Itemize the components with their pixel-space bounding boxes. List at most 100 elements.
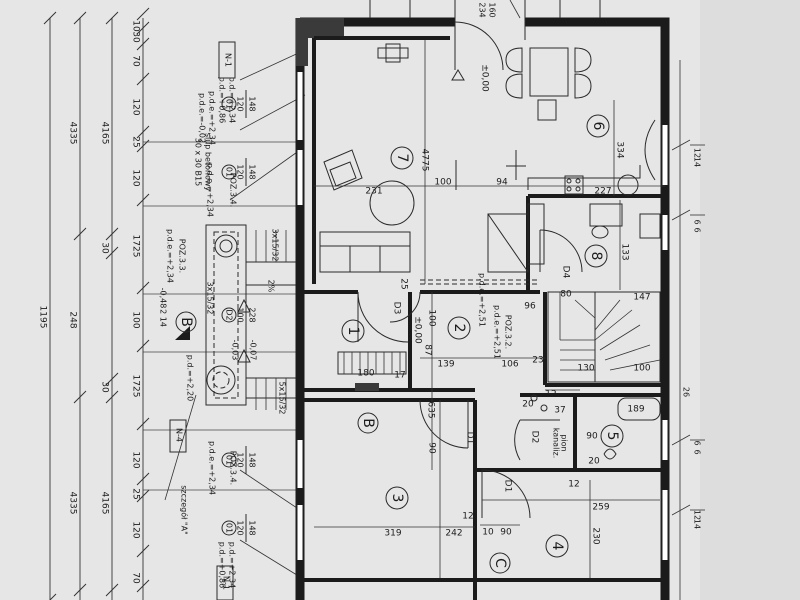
inner-dimension-text: 147 <box>633 293 650 303</box>
inner-dimension-text: 130 <box>577 364 594 374</box>
dimension-text: 4165 <box>100 492 110 515</box>
dimension-text: 25 <box>131 136 141 147</box>
lintel-width: 120 <box>236 452 245 467</box>
lintel-height: 148 <box>248 96 257 111</box>
beam-labels: POZ.3.2.p.d.e.=+2,51p.d.e.=+2,51 <box>478 273 513 359</box>
room-circle <box>385 486 409 510</box>
right-dimension-text: 14 <box>693 519 702 529</box>
room-number: 3 <box>389 494 405 503</box>
dimension-column-1: 1195 <box>38 306 48 329</box>
entrance-porch <box>175 224 300 410</box>
lintel-width: 120 <box>236 96 245 111</box>
misc-label: 2% <box>267 280 276 293</box>
annotation-text: POZ.3.3. <box>178 239 187 273</box>
inner-dimension-text: 12 <box>462 512 473 522</box>
inner-dimension-text: 87 <box>423 344 433 355</box>
room-number: 4 <box>549 542 565 551</box>
right-dimension-text: 6 <box>693 219 702 224</box>
dimension-text: 100 <box>131 311 141 328</box>
inner-dimension-text: 12 <box>568 480 579 490</box>
furniture <box>319 43 661 460</box>
misc-label: 160 <box>488 2 497 17</box>
lintel-circle <box>221 96 237 112</box>
annotation-text: 2 14 <box>159 309 168 327</box>
beam-label: POZ.3.2. <box>504 315 513 349</box>
inner-dimension-text: 227 <box>594 187 611 197</box>
inner-dimension-text: 106 <box>501 360 518 370</box>
grid-markers: BCB <box>175 311 511 574</box>
misc-label: 234 <box>478 2 487 17</box>
grid-letter: C <box>492 558 508 568</box>
inner-dimension-text: 139 <box>437 360 454 370</box>
inner-dimension-text: 94 <box>496 178 508 188</box>
room-number: 7 <box>394 154 410 163</box>
left-dimension-lines <box>43 7 300 600</box>
room-number: 5 <box>604 432 620 441</box>
dimension-text: 4335 <box>68 122 78 145</box>
grid-circle <box>357 412 379 434</box>
windows-left-frames <box>296 72 304 560</box>
toilet-icon <box>639 213 661 239</box>
annotation-text: N-1 <box>222 576 231 590</box>
lintel-code: 01 <box>225 455 234 465</box>
annotation-text: szczegół "A" <box>180 485 190 535</box>
lintel-width: 120 <box>236 520 245 535</box>
misc-label: 3x15/32 <box>206 282 215 315</box>
misc-label: kanaliz. <box>552 428 561 459</box>
level-marks: ±0,00±0,00 <box>413 64 490 344</box>
inner-dimension-text: 90 <box>586 432 598 442</box>
lintel-width: 120 <box>236 164 245 179</box>
inner-dimension-text: 100 <box>434 178 451 188</box>
level-triangle-icon <box>451 69 465 81</box>
inner-dimension-text: 37 <box>554 406 565 416</box>
misc-label: 3x15/32 <box>271 229 280 262</box>
inner-dimension-text: 334 <box>615 141 625 158</box>
annotation-text: -0,03 <box>231 340 240 361</box>
inner-dimension-text: 133 <box>620 243 630 260</box>
dimension-text: 4335 <box>68 492 78 515</box>
inner-dimension-text: 96 <box>524 302 536 312</box>
grid-circle <box>489 552 511 574</box>
beam-label: p.d.e.=+2,51 <box>493 305 502 359</box>
annotation-text: p.d.=+2,34 <box>228 542 237 588</box>
inner-dimension-text: 189 <box>627 405 644 415</box>
door-label: D1 <box>503 480 513 493</box>
inner-dimension-text: 90 <box>427 442 437 454</box>
level-mark: ±0,00 <box>413 316 423 344</box>
inner-dimension-lines <box>314 40 665 578</box>
lintel-height: 148 <box>248 164 257 179</box>
annotation-text: p.d.e.=+2,34 <box>166 229 175 283</box>
annotation-text: N-1 <box>224 53 233 67</box>
dimension-text: 4165 <box>100 122 110 145</box>
annotation-text: 30 x 30 B15 <box>194 138 203 186</box>
right-dimension-text: 6 <box>693 449 702 454</box>
inner-dimension-text: 259 <box>592 503 609 513</box>
inner-dimension-text: 20 <box>522 400 534 410</box>
inner-dimension-text: 100 <box>427 309 437 326</box>
inner-dimension-text: 20 <box>588 457 600 467</box>
inner-dimension-text: 12 <box>545 390 556 400</box>
inner-dimension-text: 230 <box>591 527 601 544</box>
room-number: 6 <box>590 122 606 131</box>
misc-label: pion <box>560 434 569 451</box>
n1-box-top <box>218 41 236 79</box>
inner-dimension-text: 100 <box>633 364 650 374</box>
inner-dimension-text: 242 <box>445 529 462 539</box>
right-dimension-text: 6 <box>693 440 702 445</box>
room-circle <box>545 534 569 558</box>
dimension-text: 120 <box>131 451 141 468</box>
lintel-code: D2 <box>225 309 234 320</box>
dimension-text: 1195 <box>38 306 48 329</box>
annotation-text: p.d.e.=+2,34 <box>206 163 215 217</box>
annotation-text: p.d.e.=-0,02 <box>198 93 207 143</box>
room-number: 2 <box>451 324 467 333</box>
dimension-text: 1725 <box>131 375 141 398</box>
grid-letter: B <box>178 317 194 327</box>
annotation-text: p.d.=+0,86 <box>218 542 227 588</box>
lintel-circle <box>221 307 237 323</box>
room-circle <box>600 424 624 448</box>
n1-box-bottom <box>216 565 234 600</box>
